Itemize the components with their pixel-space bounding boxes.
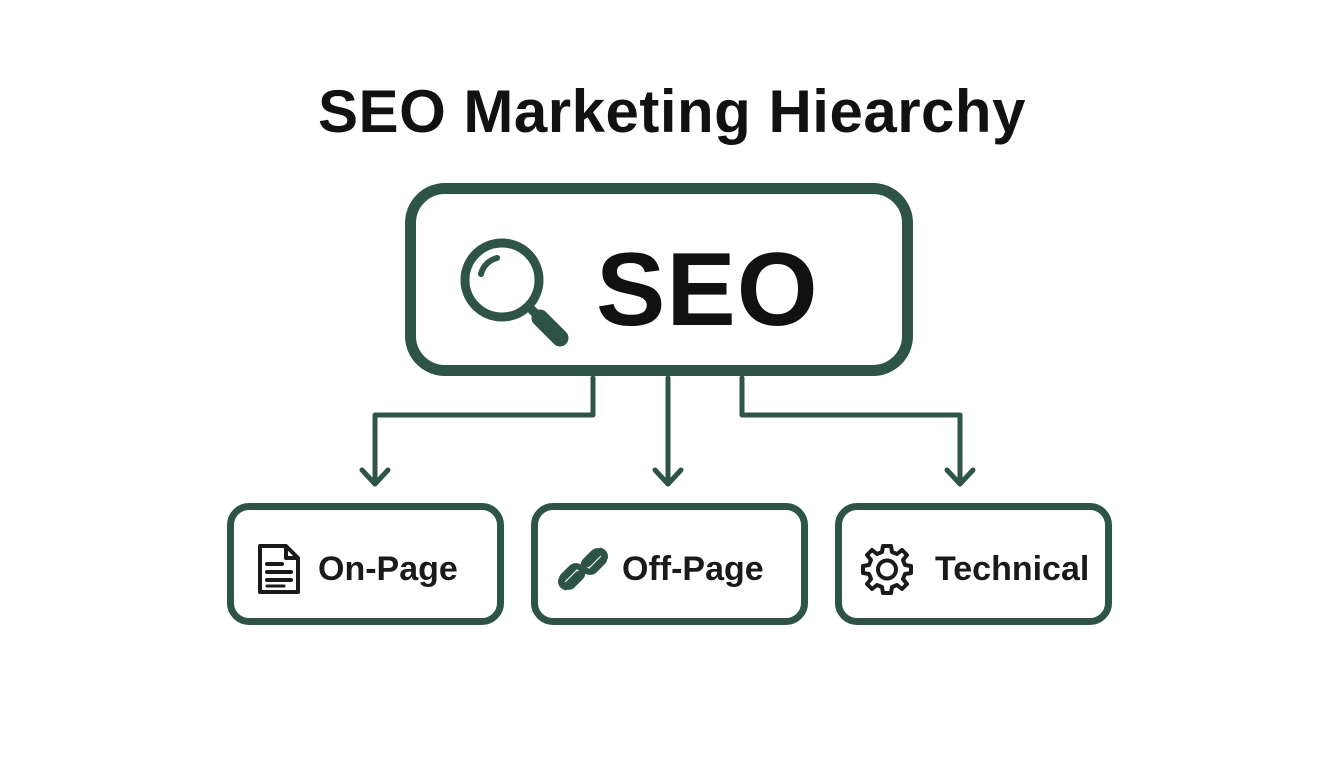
root-node-seo: SEO — [405, 183, 913, 376]
gear-icon — [861, 544, 913, 595]
connector-to-technical — [739, 375, 963, 487]
arrowhead-on-page — [359, 467, 391, 487]
child-node-label: Off-Page — [622, 550, 764, 588]
child-node-technical: Technical — [835, 503, 1112, 625]
child-node-on-page: On-Page — [227, 503, 504, 625]
magnifying-glass-icon — [460, 238, 569, 347]
arrowhead-technical — [944, 467, 976, 487]
child-node-label: On-Page — [318, 550, 458, 588]
connector-to-on-page — [372, 375, 596, 487]
arrowhead-off-page — [652, 467, 684, 487]
root-node-label: SEO — [596, 232, 819, 348]
diagram-title: SEO Marketing Hiearchy — [318, 78, 1026, 145]
child-node-label: Technical — [935, 550, 1090, 588]
document-icon — [258, 544, 300, 594]
chain-link-icon — [558, 547, 608, 591]
child-node-off-page: Off-Page — [531, 503, 808, 625]
